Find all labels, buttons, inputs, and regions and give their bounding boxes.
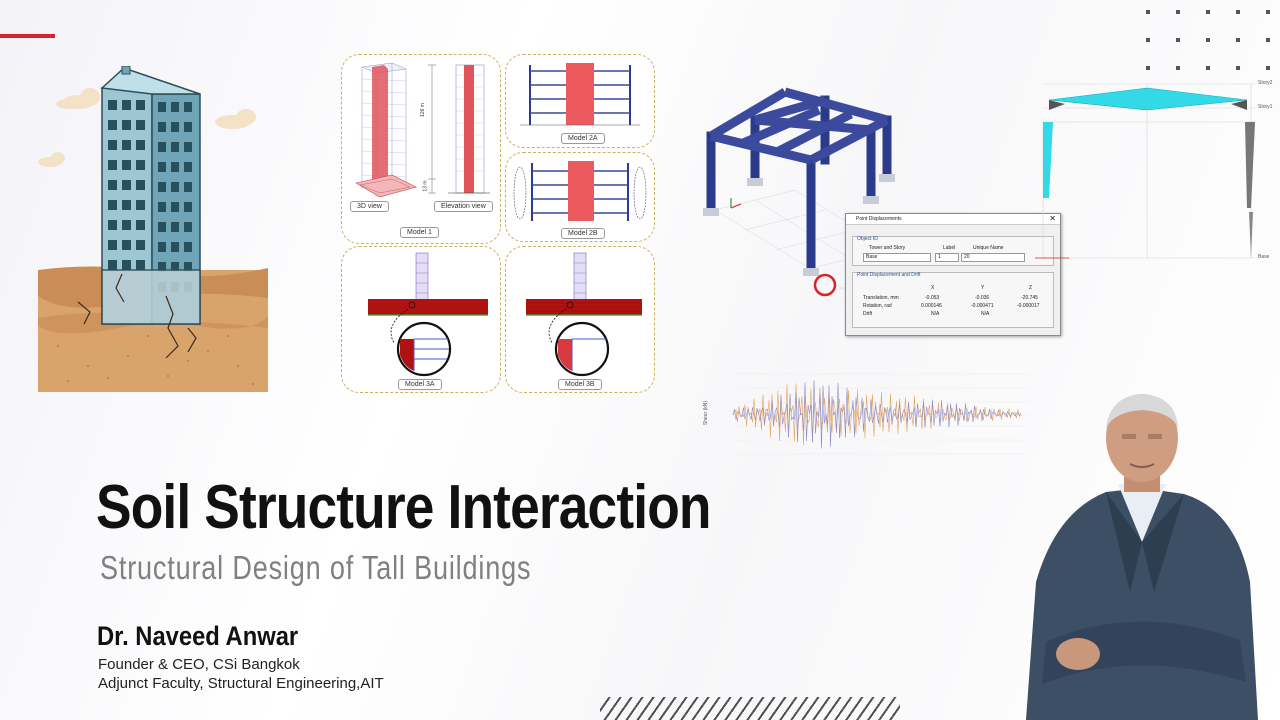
object-id-label: Object ID: [857, 236, 878, 242]
model-2b-panel: Model 2B: [505, 152, 655, 242]
header-label: Label: [943, 245, 956, 251]
story1-label: Story1: [1258, 104, 1273, 110]
unique-name-field: 20: [961, 253, 1025, 262]
model-2b-caption: Model 2B: [561, 228, 605, 239]
axis-y: Y: [981, 285, 985, 291]
rotation-x: 0.000146: [921, 303, 942, 309]
model-2b-drawing: [513, 161, 647, 221]
author-role-1: Founder & CEO, CSi Bangkok: [98, 656, 300, 673]
dialog-title: Point Displacements: [846, 214, 1060, 225]
model-1-dim-bottom: 13 m: [422, 180, 429, 192]
header-unique-name: Unique Name: [973, 245, 1004, 251]
model-1-elevation-label: Elevation view: [434, 201, 493, 212]
presenter-photo: [1026, 394, 1258, 720]
subtitle: Structural Design of Tall Buildings: [100, 549, 532, 586]
model-3a-drawing: [368, 252, 488, 377]
model-3b-panel: Model 3B: [505, 246, 655, 393]
story2-label: Story2: [1258, 80, 1273, 86]
model-1-dim-top: 126 m: [419, 103, 426, 117]
model-1-panel: 126 m 13 m 3D view Elevation view Model …: [341, 54, 501, 244]
row-drift-label: Drift: [863, 311, 873, 317]
base-label: Base: [1258, 254, 1270, 260]
accent-bar: [0, 34, 55, 38]
model-1-3d-view-label: 3D view: [350, 201, 389, 212]
chart-ylabel: Shear (kN): [703, 400, 710, 426]
main-title: Soil Structure Interaction: [96, 473, 711, 542]
model-2a-caption: Model 2A: [561, 133, 605, 144]
row-rotation-label: Rotation, rad: [863, 303, 892, 309]
shear-series-orange: [732, 383, 1022, 446]
displacement-label: Point Displacement and Drift: [857, 272, 921, 278]
hatch-decoration: [600, 697, 900, 720]
model-2a-drawing: [520, 63, 640, 126]
model-3a-caption: Model 3A: [398, 379, 442, 390]
displacement-group: Point Displacement and Drift X Y Z Trans…: [852, 272, 1054, 328]
axis-z: Z: [1029, 285, 1033, 291]
axis-x: X: [931, 285, 935, 291]
tall-building-illustration: [38, 66, 268, 392]
translation-y: -0.036: [975, 295, 990, 301]
drift-x: N/A: [931, 311, 940, 317]
label-field: 1: [935, 253, 959, 262]
shear-series-purple: [732, 380, 1022, 449]
model-3b-drawing: [526, 252, 642, 377]
model-3a-panel: Model 3A: [341, 246, 501, 393]
dot-grid-decoration: [1146, 10, 1270, 70]
translation-x: -0.053: [925, 295, 940, 301]
close-icon[interactable]: ✕: [1049, 214, 1056, 223]
translation-z: -20.745: [1021, 295, 1038, 301]
author-name: Dr. Naveed Anwar: [97, 621, 299, 651]
model-2a-panel: Model 2A: [505, 54, 655, 148]
tower-story-field: Base: [863, 253, 931, 262]
shear-time-history-chart: [732, 373, 1029, 455]
row-translation-label: Translation, mm: [863, 295, 899, 301]
object-id-group: Object ID Tower and Story Label Unique N…: [852, 236, 1054, 266]
rotation-y: -0.000471: [971, 303, 994, 309]
header-tower-story: Tower and Story: [869, 245, 906, 251]
model-1-caption: Model 1: [400, 227, 439, 238]
point-displacements-dialog: Point Displacements ✕ Object ID Tower an…: [845, 213, 1061, 336]
frame-deformation-diagram: [1035, 83, 1255, 259]
model-1-drawing: [355, 62, 490, 198]
3d-frame-model: [703, 87, 926, 297]
author-role-2: Adjunct Faculty, Structural Engineering,…: [98, 675, 384, 692]
rotation-z: -0.000017: [1017, 303, 1040, 309]
model-3b-caption: Model 3B: [558, 379, 602, 390]
drift-y: N/A: [981, 311, 990, 317]
